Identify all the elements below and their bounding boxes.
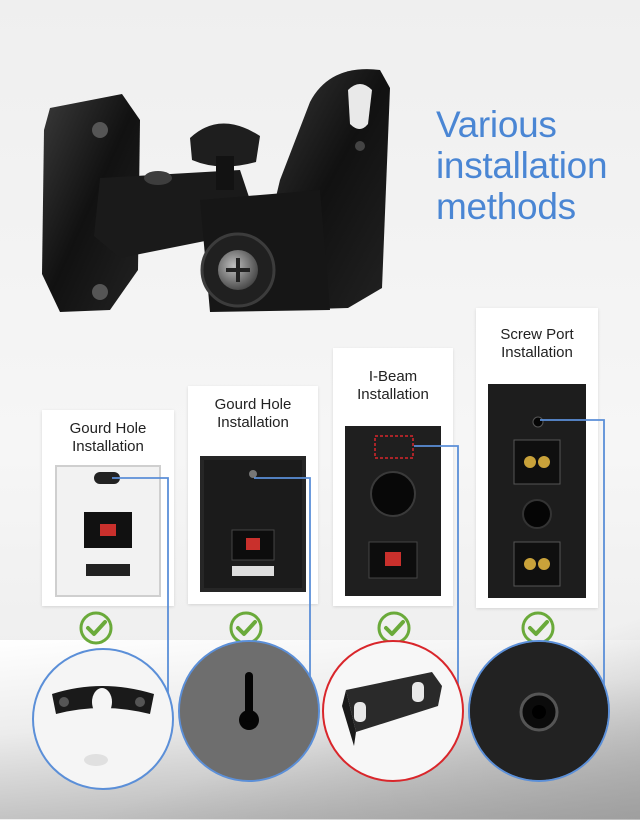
white-speaker-image [55,465,161,597]
headline-line-2: installation [436,145,608,186]
screw-port-speaker-image [488,384,586,598]
method-label: Gourd Hole Installation [69,420,147,455]
method-label: Gourd Hole Installation [214,396,292,431]
i-beam-plate-detail [322,640,464,782]
headline: Various installation methods [436,104,636,227]
method-card-gourd-hole-2: Gourd Hole Installation [188,386,318,604]
check-icon [79,611,113,645]
headline-line-3: methods [436,186,576,227]
wall-mount-bracket [30,60,410,320]
method-card-gourd-hole-1: Gourd Hole Installation [42,410,174,606]
gourd-hole-detail-black [178,640,320,782]
method-label: I-Beam Installation [357,368,429,403]
method-label: Screw Port Installation [500,326,574,361]
headline-line-1: Various [436,104,557,145]
method-card-i-beam: I-Beam Installation [333,348,453,606]
i-beam-speaker-image [345,426,441,596]
screw-port-detail [468,640,610,782]
method-card-screw-port: Screw Port Installation [476,308,598,608]
gourd-hole-detail-white [32,648,174,790]
